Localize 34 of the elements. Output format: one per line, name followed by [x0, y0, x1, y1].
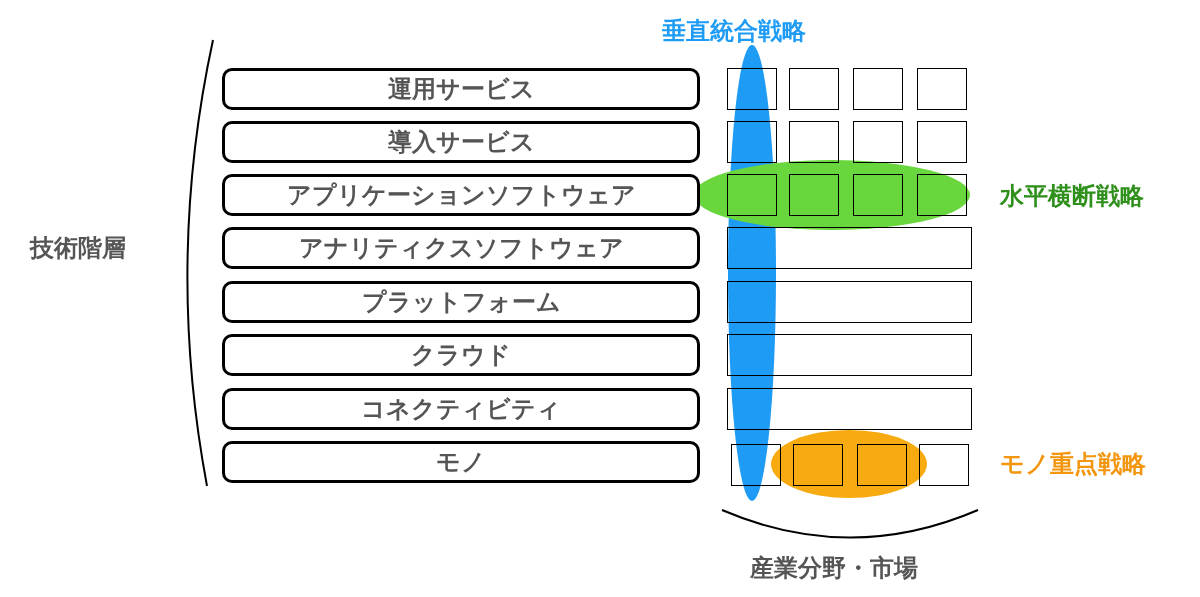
layer-box	[222, 227, 700, 269]
layer-label: 運用サービス	[387, 74, 535, 105]
layer-label: コネクティビティ	[361, 394, 561, 425]
layer-box	[222, 68, 700, 110]
layer-label: プラットフォーム	[361, 287, 561, 318]
grid-box	[727, 334, 972, 376]
axis-label: 産業分野・市場	[750, 553, 918, 584]
grid-box	[727, 388, 972, 430]
layer-label: アプリケーションソフトウェア	[286, 180, 636, 211]
grid-box	[727, 281, 972, 323]
strategy-label: モノ重点戦略	[1000, 449, 1146, 480]
grid-box	[731, 444, 781, 486]
axis-label: 技術階層	[30, 233, 126, 264]
grid-box	[917, 121, 967, 163]
grid-box	[727, 227, 972, 269]
grid-box	[917, 68, 967, 110]
grid-box	[789, 121, 839, 163]
strategy-label: 垂直統合戦略	[662, 16, 806, 47]
grid-box	[853, 121, 903, 163]
strategy-label: 水平横断戦略	[1000, 181, 1144, 212]
grid-box	[789, 68, 839, 110]
grid-box	[727, 174, 777, 216]
grid-box	[919, 444, 969, 486]
grid-box	[853, 68, 903, 110]
layer-label: クラウド	[411, 340, 511, 371]
layer-label: アナリティクスソフトウェア	[298, 233, 624, 264]
layer-box	[222, 334, 700, 376]
layer-box	[222, 441, 700, 483]
layer-label: モノ	[436, 447, 486, 478]
layer-box	[222, 121, 700, 163]
layer-box	[222, 174, 700, 216]
layer-box	[222, 388, 700, 430]
layer-label: 導入サービス	[387, 127, 535, 158]
layer-box	[222, 281, 700, 323]
